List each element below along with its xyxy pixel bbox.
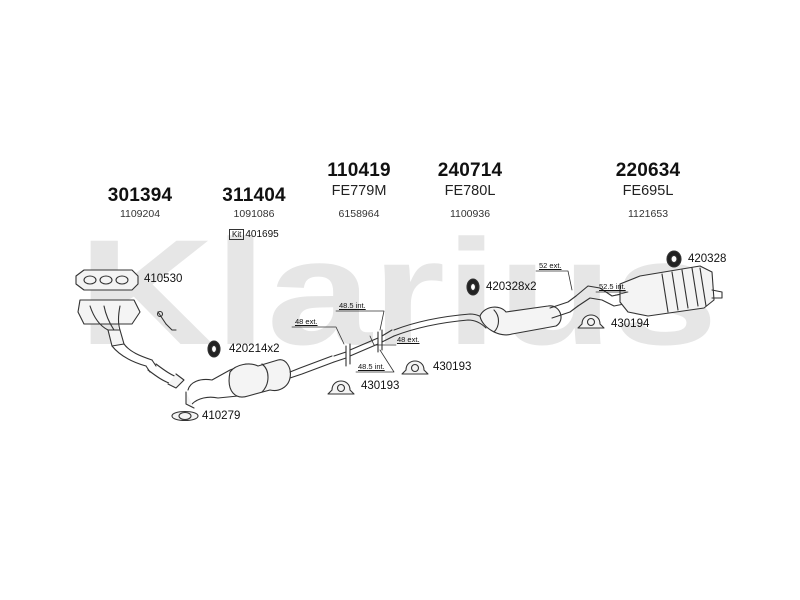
part-number-240714: 240714 [437, 160, 503, 181]
callout-410279: 410279 [202, 410, 241, 422]
dimension-leaders [291, 270, 629, 373]
oem-number-6158964: 6158964 [338, 208, 380, 220]
manifold-gasket-part [75, 269, 139, 291]
rubber-ring-420328-part [666, 250, 682, 268]
dimension-52-ext: 52 ext. [539, 261, 562, 270]
clamp-430194-part [577, 314, 605, 329]
callout-410530: 410530 [144, 273, 183, 285]
callout-420214x2: 420214x2 [229, 343, 280, 355]
part-number-110419: 110419 [327, 160, 391, 181]
ref-number-fe780l: FE780L [444, 183, 496, 199]
dimension-48-ext-b: 48 ext. [397, 335, 420, 344]
callout-430193-b: 430193 [433, 361, 472, 373]
kit-tag: Kit [229, 229, 245, 240]
ref-number-fe779m: FE779M [331, 183, 387, 199]
lambda-sensor-part [156, 310, 177, 331]
dimension-48-5-int-b: 48.5 int. [358, 362, 385, 371]
rear-silencer-part [575, 265, 723, 317]
gasket-410279-part [171, 410, 199, 422]
callout-430194: 430194 [611, 318, 650, 330]
oem-number-1109204: 1109204 [119, 208, 161, 220]
clamp-430193-a-part [327, 380, 355, 395]
part-number-311404: 311404 [222, 185, 286, 206]
oem-number-1091086: 1091086 [233, 208, 275, 220]
exhaust-manifold-part [77, 299, 185, 389]
dimension-52-5-int: 52.5 int. [599, 282, 626, 291]
callout-430193-a: 430193 [361, 380, 400, 392]
dimension-48-ext-a: 48 ext. [295, 317, 318, 326]
part-number-220634: 220634 [615, 160, 681, 181]
oem-number-1100936: 1100936 [449, 208, 491, 220]
callout-420328x2: 420328x2 [486, 281, 537, 293]
ref-number-fe695l: FE695L [622, 183, 674, 199]
part-number-301394: 301394 [107, 185, 173, 206]
dimension-48-5-int-a: 48.5 int. [339, 301, 366, 310]
rubber-ring-420214-part [207, 340, 221, 358]
rubber-ring-420328x2-part [466, 278, 480, 296]
centre-silencer-part [393, 295, 579, 337]
catalytic-converter-part [185, 355, 335, 409]
intermediate-pipe-part [333, 329, 395, 367]
clamp-430193-b-part [401, 360, 429, 375]
oem-number-1121653: 1121653 [627, 208, 669, 220]
callout-420328: 420328 [688, 253, 727, 265]
kit-number: 401695 [245, 229, 279, 240]
